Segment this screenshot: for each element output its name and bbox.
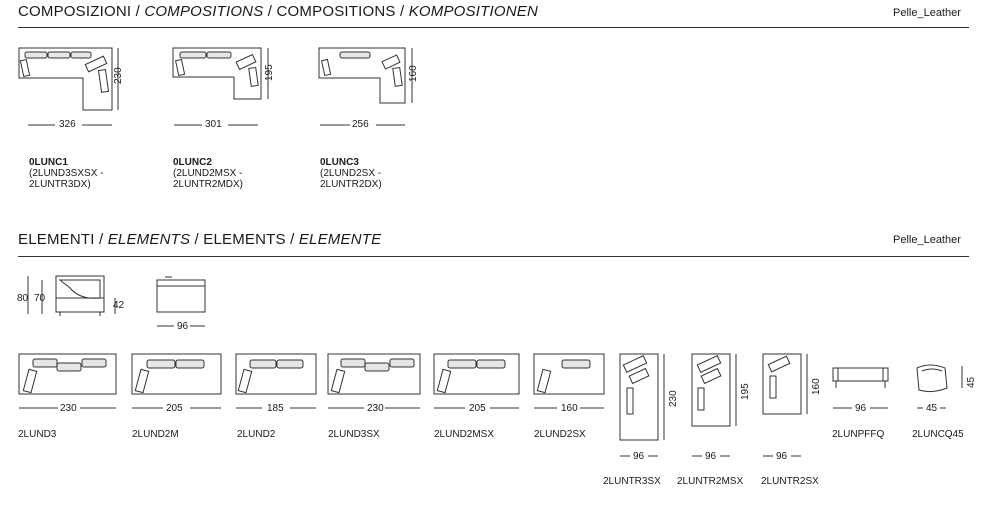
element-2lund3sx-code: 2LUND3SX — [328, 429, 380, 440]
element-2lund2m-code: 2LUND2M — [132, 429, 179, 440]
element-2luntr2sx-drawing — [762, 353, 808, 457]
element-2luntr2msx-code: 2LUNTR2MSX — [677, 476, 744, 487]
elements-divider — [18, 256, 969, 257]
element-2lunpffq-code: 2LUNPFFQ — [832, 429, 885, 440]
element-2luntr3sx-code: 2LUNTR3SX — [603, 476, 661, 487]
elements-material: Pelle_Leather — [893, 234, 961, 246]
element-2luntr2sx-code: 2LUNTR2SX — [761, 476, 819, 487]
element-2lund2-width: 185 — [267, 403, 284, 414]
element-2luncq45-drawing — [916, 364, 963, 409]
element-2luncq45-depth: 45 — [966, 376, 977, 388]
element-2lunpffq-drawing — [832, 367, 889, 409]
elements-title: ELEMENTI / ELEMENTS / ELEMENTS / ELEMENT… — [18, 231, 382, 248]
element-seat-height: 42 — [113, 300, 125, 311]
element-height-back: 70 — [34, 293, 46, 304]
element-2luntr3sx-depth: 230 — [668, 390, 679, 407]
element-2luntr2msx-width: 96 — [705, 451, 717, 462]
composition-0lunc3-code: 0LUNC3(2LUND2SX -2LUNTR2DX) — [320, 157, 382, 190]
element-2lund2m-drawing — [131, 353, 222, 409]
element-2lunpffq-width: 96 — [855, 403, 867, 414]
element-2luntr2msx-drawing — [691, 353, 737, 457]
element-2lund2sx-code: 2LUND2SX — [534, 429, 586, 440]
element-2lund2sx-drawing — [533, 353, 605, 409]
element-2lund2m-width: 205 — [166, 403, 183, 414]
composition-0lunc1-drawing — [18, 47, 119, 126]
element-2luncq45-code: 2LUNCQ45 — [912, 429, 964, 440]
element-2lund3sx-drawing — [327, 353, 421, 409]
composition-0lunc2-drawing — [172, 47, 269, 126]
composition-0lunc2-code: 0LUNC2(2LUND2MSX -2LUNTR2MDX) — [173, 157, 244, 190]
element-2luntr3sx-width: 96 — [633, 451, 645, 462]
element-depth: 96 — [177, 321, 189, 332]
element-2lund2msx-code: 2LUND2MSX — [434, 429, 495, 440]
element-2lund3-code: 2LUND3 — [18, 429, 57, 440]
element-2luncq45-width: 45 — [926, 403, 938, 414]
composition-0lunc1-code: 0LUNC1(2LUND3SXSX -2LUNTR3DX) — [29, 157, 104, 190]
element-2lund2msx-drawing — [433, 353, 520, 409]
element-2lund2msx-width: 205 — [469, 403, 486, 414]
element-2luntr2sx-depth: 160 — [811, 378, 822, 395]
compositions-title: COMPOSIZIONI / COMPOSITIONS / COMPOSITIO… — [18, 3, 538, 20]
element-2lund2-code: 2LUND2 — [237, 429, 276, 440]
composition-0lunc1-width: 326 — [59, 119, 76, 130]
element-2lund2sx-width: 160 — [561, 403, 578, 414]
element-2luntr3sx-drawing — [619, 353, 665, 457]
composition-0lunc3-width: 256 — [352, 119, 369, 130]
compositions-divider — [18, 27, 969, 28]
composition-0lunc3-drawing — [318, 47, 413, 126]
element-height-total: 80 — [17, 293, 29, 304]
composition-0lunc2-width: 301 — [205, 119, 222, 130]
element-2luntr2msx-depth: 195 — [740, 383, 751, 400]
compositions-material: Pelle_Leather — [893, 7, 961, 19]
element-2lund3-drawing — [18, 353, 117, 409]
element-2lund2-drawing — [235, 353, 317, 409]
element-2luntr2sx-width: 96 — [776, 451, 788, 462]
element-2lund3-width: 230 — [60, 403, 77, 414]
element-2lund3sx-width: 230 — [367, 403, 384, 414]
